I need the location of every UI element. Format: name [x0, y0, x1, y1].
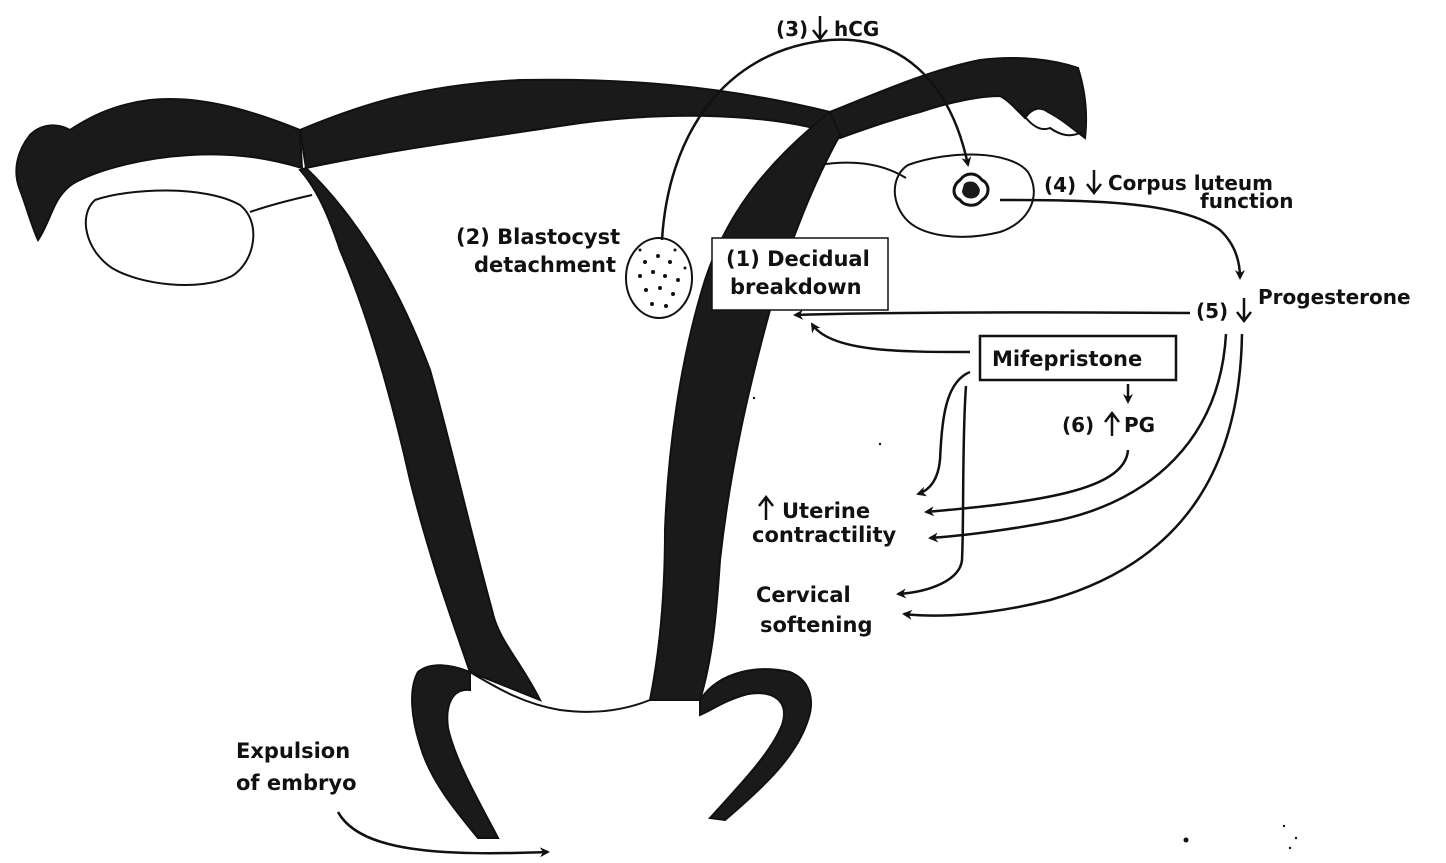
step6-number: (6) — [1062, 413, 1094, 437]
up-arrow-icon — [1105, 413, 1119, 436]
down-arrow-icon — [1087, 170, 1101, 193]
arrow-mifepristone-to-decidua — [812, 324, 970, 352]
arrow-progesterone-to-decidua — [795, 312, 1190, 315]
step4-number: (4) — [1044, 173, 1076, 197]
right-ovarian-ligament — [818, 163, 906, 178]
mifepristone-label: Mifepristone — [992, 347, 1142, 371]
step6-label: PG — [1124, 413, 1155, 437]
down-arrow-icon — [813, 16, 827, 39]
expulsion-label-line1: Expulsion — [236, 739, 350, 763]
right-fallopian-tube — [830, 58, 1086, 138]
cervical-label-line2: softening — [760, 613, 872, 637]
step5-label: Progesterone — [1258, 285, 1411, 309]
step2-label-line2: detachment — [474, 253, 616, 277]
uterus-illustration — [16, 58, 1086, 838]
arrow-mifepristone-to-cervix — [898, 386, 966, 594]
arrow-pg-to-contractility — [926, 450, 1128, 512]
contractility-label-line1: Uterine — [782, 499, 870, 523]
up-arrow-icon — [759, 497, 773, 520]
down-arrow-icon — [1237, 298, 1251, 321]
left-ovary — [86, 190, 254, 285]
step2-label-line1: (2) Blastocyst — [456, 225, 620, 249]
step1-label-line1: (1) Decidual — [726, 247, 870, 271]
arrow-expulsion — [338, 812, 548, 853]
step1-label-line2: breakdown — [730, 275, 862, 299]
step3-number: (3) — [776, 17, 808, 41]
blastocyst — [626, 238, 692, 318]
expulsion-label-line2: of embryo — [236, 771, 357, 795]
step3-label: hCG — [834, 17, 879, 41]
left-vaginal-wall — [412, 665, 498, 838]
contractility-label-line2: contractility — [752, 523, 897, 547]
right-vaginal-wall — [700, 669, 811, 820]
step4-label-line2: function — [1200, 189, 1293, 213]
step5-number: (5) — [1196, 299, 1228, 323]
left-ovarian-ligament — [250, 195, 312, 212]
cervical-label-line1: Cervical — [756, 583, 851, 607]
